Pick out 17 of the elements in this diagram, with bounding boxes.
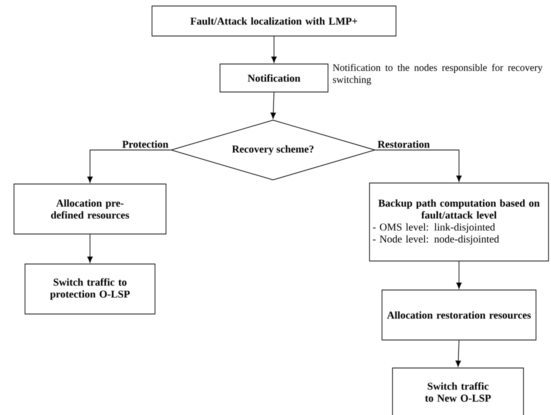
- note-text: Notification to the nodes responsible for recovery switching: [332, 64, 543, 85]
- arrow: [270, 92, 276, 119]
- edge-label: Restoration: [378, 140, 430, 148]
- process-box: Allocation pre-defined resources: [14, 184, 166, 234]
- process-box: Notification: [220, 64, 328, 92]
- process-box: Fault/Attack localization with LMP+: [152, 6, 396, 36]
- arrow: [375, 150, 462, 182]
- arrow: [271, 36, 277, 63]
- edge-label: Protection: [122, 140, 168, 148]
- arrow: [456, 261, 462, 289]
- process-box: Switch traffic to protection O-LSP: [24, 264, 156, 314]
- process-box: Allocation restoration resources: [382, 290, 536, 340]
- process-box: Backup path computation based on fault/attack level - OMS level: link-disjointed - Node level: node-disjointed: [369, 182, 549, 262]
- process-box: Switch traffic to New O-LSP: [392, 368, 524, 415]
- arrow: [87, 150, 171, 183]
- arrow: [87, 234, 93, 263]
- arrow: [456, 340, 461, 367]
